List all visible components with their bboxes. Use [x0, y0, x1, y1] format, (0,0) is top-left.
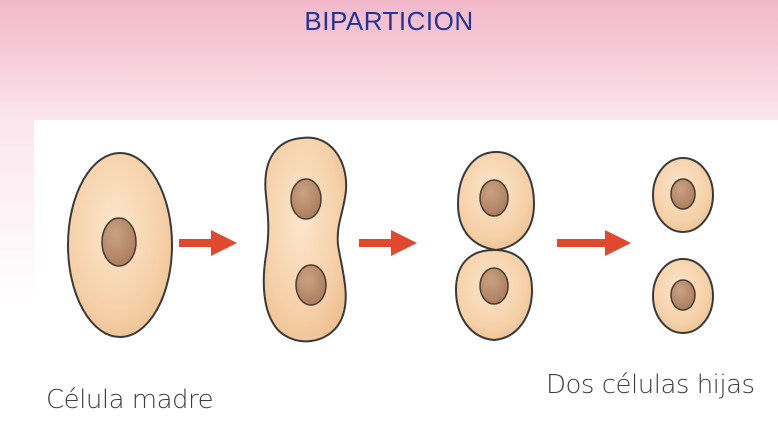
dividing-nucleus-top: [480, 180, 508, 216]
elongating-cell-membrane: [264, 138, 346, 342]
arrow-1-icon: [179, 230, 237, 256]
stage-1-mother-cell: [68, 153, 172, 337]
stage-3-dividing-cell: [456, 152, 534, 340]
stage-4-daughter-cells: [653, 158, 713, 333]
arrow-3-icon: [557, 230, 631, 256]
dividing-nucleus-bottom: [480, 268, 508, 304]
daughter-nucleus-top: [671, 179, 695, 209]
nucleus-top: [291, 179, 321, 219]
mother-cell-nucleus: [102, 218, 136, 266]
arrow-2-icon: [359, 230, 417, 256]
daughter-nucleus-bottom: [671, 280, 695, 310]
mother-cell-label: Célula madre: [46, 385, 213, 415]
daughter-cells-label: Dos células hijas: [546, 370, 755, 400]
nucleus-bottom: [296, 265, 326, 305]
stage-2-elongating-cell: [264, 138, 346, 342]
